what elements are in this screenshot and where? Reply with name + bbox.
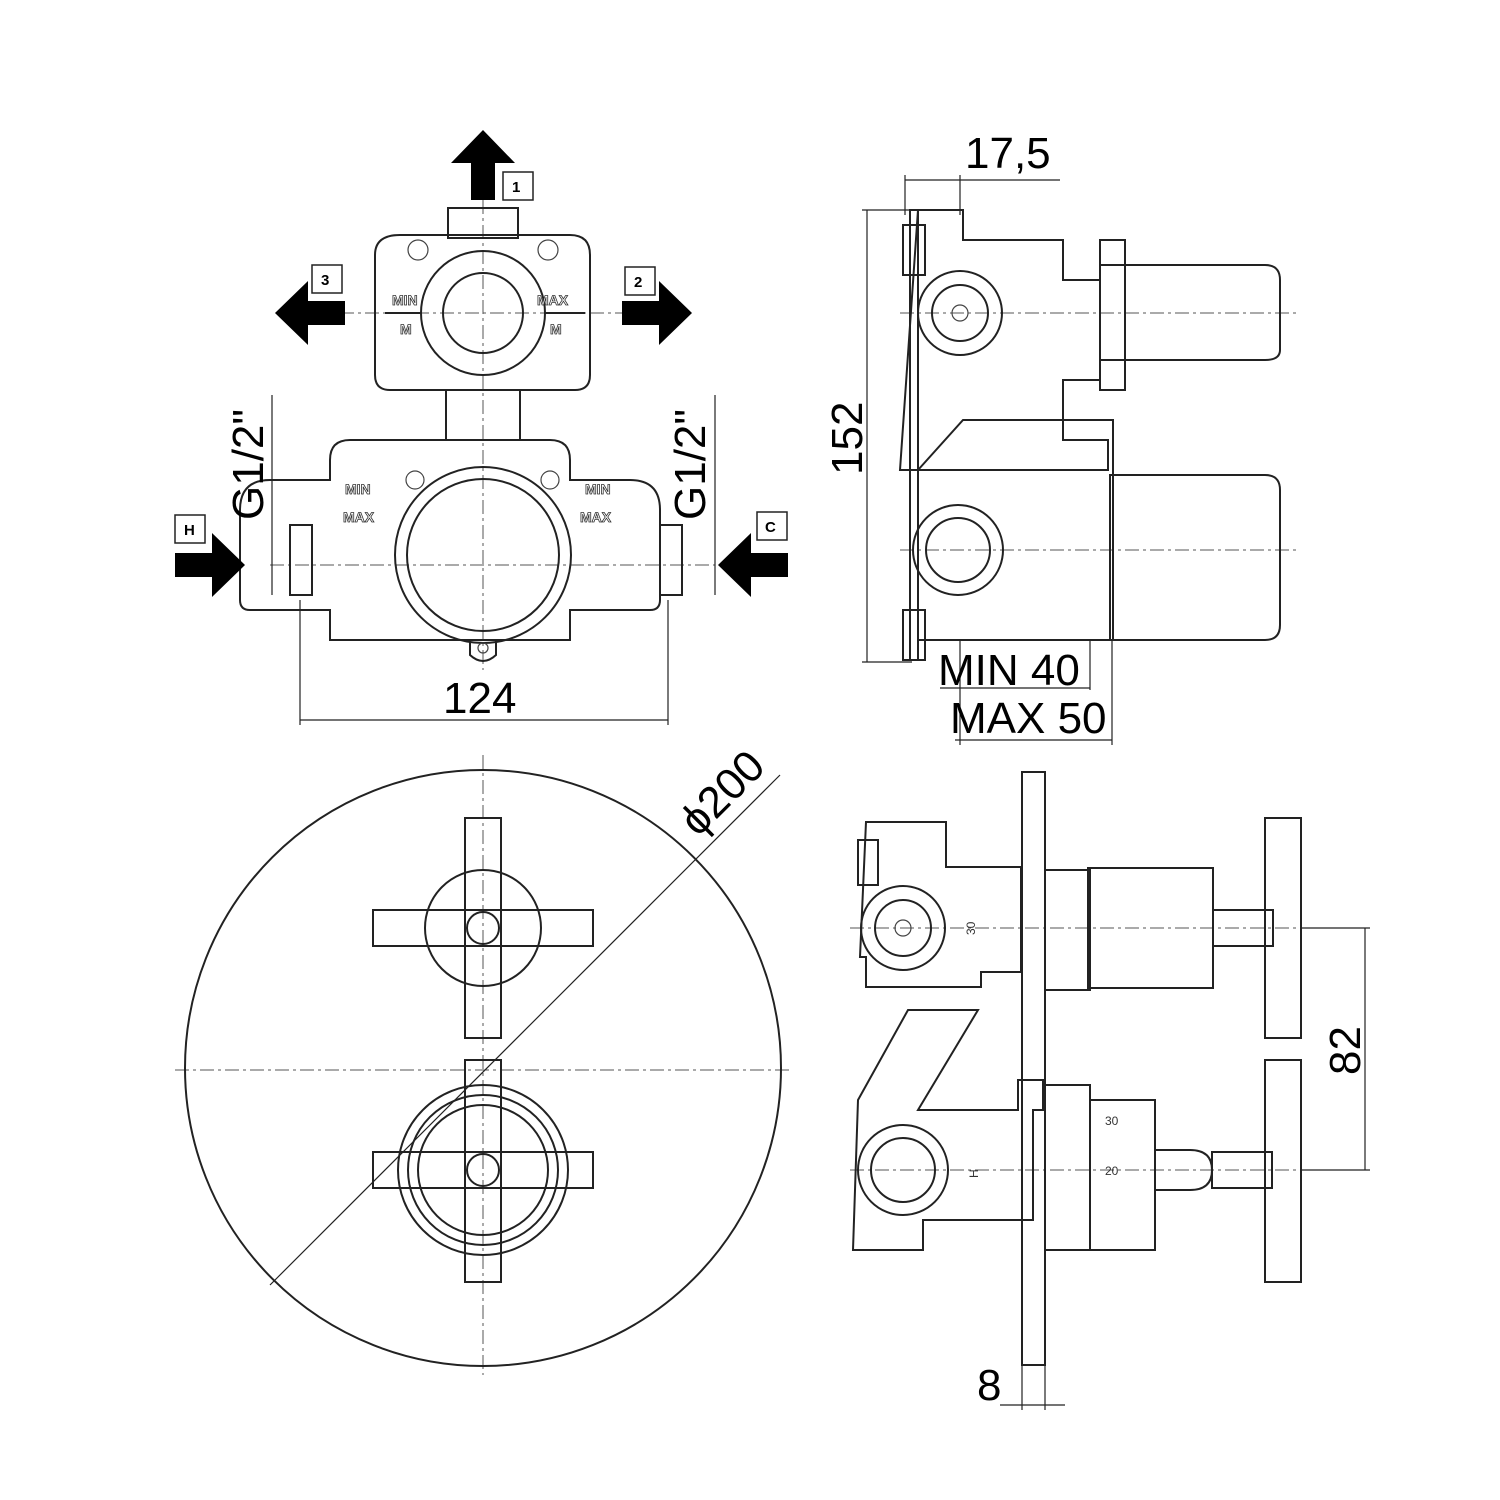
max-depth-dim: MAX 50 xyxy=(950,694,1107,743)
outlet-3-label: 3 xyxy=(321,272,329,289)
scale-30: 30 xyxy=(1105,1114,1119,1128)
width-dim: 124 xyxy=(443,674,516,723)
lower-max-left-mark: MAX xyxy=(343,509,375,525)
side-body-view: 152 17,5 MIN 40 MAX 50 xyxy=(823,129,1300,745)
lower-handle-cross-vertical xyxy=(464,1059,502,1283)
lower-min-right-mark: MIN xyxy=(585,481,611,497)
thread-left-dim: G1/2" xyxy=(224,409,273,520)
spacing-dim: 82 xyxy=(1321,1026,1370,1075)
front-body-view: MIN MAX M M MIN MAX MIN MAX 1 3 2 H C xyxy=(174,130,788,725)
cold-inlet-label: C xyxy=(765,519,776,536)
cold-inlet-arrow-icon xyxy=(718,533,788,597)
upper-min-mark: MIN xyxy=(392,292,418,308)
side-assembly-view: 30 H 30 20 82 8 xyxy=(850,771,1370,1410)
diameter-dim: ϕ200 xyxy=(670,741,774,845)
upper-scale-mark: 30 xyxy=(964,921,978,935)
thread-right-dim: G1/2" xyxy=(666,409,715,520)
outlet-3-arrow-icon xyxy=(275,281,345,345)
front-plate-view: ϕ200 xyxy=(175,741,790,1375)
lower-max-right-mark: MAX xyxy=(580,509,612,525)
lower-handle-side xyxy=(1264,1059,1302,1283)
upper-m-left-mark: M xyxy=(400,321,412,337)
outlet-2-label: 2 xyxy=(634,274,642,291)
plate-thickness-dim: 8 xyxy=(977,1361,1001,1410)
lower-handle-cross-horizontal xyxy=(372,1151,594,1189)
min-depth-dim: MIN 40 xyxy=(938,646,1080,695)
outlet-1-arrow-icon xyxy=(451,130,515,200)
upper-handle-cross-horizontal xyxy=(372,909,594,947)
wall-plate xyxy=(1021,771,1046,1366)
lower-min-left-mark: MIN xyxy=(345,481,371,497)
hot-inlet-label: H xyxy=(184,522,195,539)
upper-max-mark: MAX xyxy=(537,292,569,308)
outlet-1-label: 1 xyxy=(512,179,520,196)
upper-m-right-mark: M xyxy=(550,321,562,337)
hot-inlet-arrow-icon xyxy=(175,533,245,597)
hot-side-mark: H xyxy=(967,1169,981,1178)
height-dim: 152 xyxy=(823,402,872,475)
upper-handle-cross-vertical xyxy=(464,817,502,1039)
scale-20: 20 xyxy=(1105,1164,1119,1178)
depth-dim: 17,5 xyxy=(965,129,1051,178)
outlet-2-arrow-icon xyxy=(622,281,692,345)
